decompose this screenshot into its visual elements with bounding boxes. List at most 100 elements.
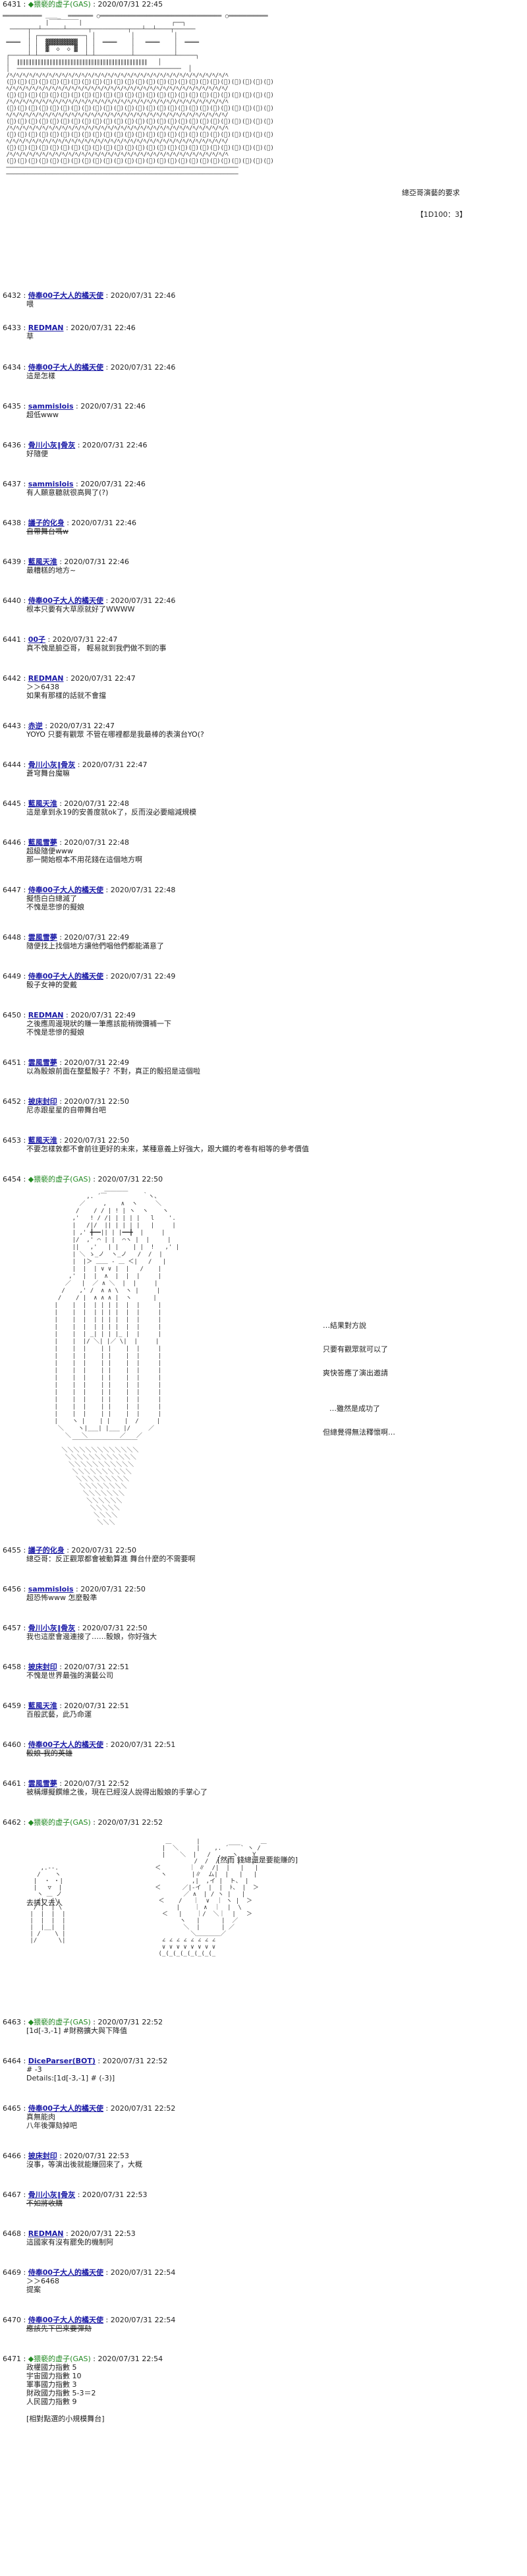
poster-name[interactable]: 雲風雪夢 [28, 1058, 57, 1067]
post-number[interactable]: 6433 [3, 324, 21, 332]
post-number[interactable]: 6432 [3, 291, 21, 300]
post-number[interactable]: 6471 [3, 2355, 21, 2363]
post-number[interactable]: 6468 [3, 2229, 21, 2238]
post-number[interactable]: 6457 [3, 1624, 21, 1632]
poster-name[interactable]: 猥褻的虚子(GAS) [28, 1818, 91, 1827]
poster-name[interactable]: 藍風天淮 [28, 799, 57, 808]
post-number[interactable]: 6459 [3, 1702, 21, 1710]
poster-name[interactable]: 赤逆 [28, 722, 43, 730]
poster-name[interactable]: 披床封印 [28, 1097, 57, 1106]
post-number[interactable]: 6442 [3, 674, 21, 683]
poster-name[interactable]: sammislois [28, 402, 74, 411]
post-header: 6465 : 侍奉00子大人的橘天使 : 2020/07/31 22:52 [3, 2104, 176, 2113]
poster-name[interactable]: 侍奉00子大人的橘天使 [28, 291, 104, 300]
post-number[interactable]: 6447 [3, 886, 21, 894]
post-header: 6466 : 披床封印 : 2020/07/31 22:53 [3, 2152, 130, 2160]
post-number[interactable]: 6456 [3, 1585, 21, 1593]
post-number[interactable]: 6454 [3, 1175, 21, 1184]
poster-name[interactable]: 侍奉00子大人的橘天使 [28, 363, 104, 372]
poster-name[interactable]: REDMAN [28, 674, 64, 683]
poster-name[interactable]: DiceParser(BOT) [28, 2057, 96, 2065]
poster-name[interactable]: 藍風天淮 [28, 1702, 57, 1710]
poster-name[interactable]: 00子 [28, 635, 46, 644]
post: 6442 : REDMAN : 2020/07/31 22:47＞＞6438 如… [3, 674, 524, 700]
poster-name[interactable]: 骨川小灰‖骨灰 [28, 2190, 76, 2199]
poster-name[interactable]: 骨川小灰‖骨灰 [28, 760, 76, 769]
post-number[interactable]: 6453 [3, 1136, 21, 1145]
poster-name[interactable]: 猥褻的虚子(GAS) [28, 2355, 91, 2363]
post-date: 2020/07/31 22:49 [110, 972, 176, 981]
post-number[interactable]: 6441 [3, 635, 21, 644]
post-body: 之後應周邊現狀的賺一筆應該能稍微彌補一下 不愧是悲慘的擬娘 [26, 1019, 171, 1037]
post-number[interactable]: 6469 [3, 2268, 21, 2277]
post-number[interactable]: 6439 [3, 558, 21, 566]
post-number[interactable]: 6463 [3, 2018, 21, 2026]
post-number[interactable]: 6464 [3, 2057, 21, 2065]
poster-name[interactable]: 披床封印 [28, 2152, 57, 2160]
post-number[interactable]: 6465 [3, 2104, 21, 2113]
poster-name[interactable]: 侍奉00子大人的橘天使 [28, 2316, 104, 2324]
post-number[interactable]: 6462 [3, 1818, 21, 1827]
post-number[interactable]: 6431 [3, 0, 21, 9]
poster-name[interactable]: 侍奉00子大人的橘天使 [28, 2104, 104, 2113]
post-number[interactable]: 6460 [3, 1740, 21, 1749]
post-date: 2020/07/31 22:51 [110, 1740, 176, 1749]
post-number[interactable]: 6449 [3, 972, 21, 981]
post-number[interactable]: 6448 [3, 933, 21, 942]
post-header: 6468 : REDMAN : 2020/07/31 22:53 [3, 2229, 136, 2238]
poster-name[interactable]: 藍風天淮 [28, 1136, 57, 1145]
post-number[interactable]: 6436 [3, 441, 21, 449]
post-number[interactable]: 6467 [3, 2190, 21, 2199]
post-number[interactable]: 6466 [3, 2152, 21, 2160]
poster-name[interactable]: 披床封印 [28, 1663, 57, 1671]
poster-name[interactable]: 議子的化身 [28, 1546, 65, 1555]
poster-name[interactable]: 藍風雪夢 [28, 838, 57, 847]
post-number[interactable]: 6452 [3, 1097, 21, 1106]
scene-caption-b: 去搞又去人 [26, 1899, 63, 1907]
poster-name[interactable]: 雲風雪夢 [28, 1779, 57, 1788]
post-number[interactable]: 6435 [3, 402, 21, 411]
post-body: ＞＞6468 提案 [26, 2277, 59, 2294]
post-number[interactable]: 6434 [3, 363, 21, 372]
poster-name[interactable]: 骨川小灰‖骨灰 [28, 1624, 76, 1632]
poster-name[interactable]: sammislois [28, 480, 74, 488]
poster-name[interactable]: REDMAN [28, 1011, 64, 1019]
post-number[interactable]: 6461 [3, 1779, 21, 1788]
post-number[interactable]: 6451 [3, 1058, 21, 1067]
poster-name[interactable]: 藍風天淮 [28, 558, 57, 566]
poster-name[interactable]: 骨川小灰‖骨灰 [28, 441, 76, 449]
poster-name[interactable]: 猥褻的虚子(GAS) [28, 1175, 91, 1184]
post-number[interactable]: 6470 [3, 2316, 21, 2324]
post-header: 6436 : 骨川小灰‖骨灰 : 2020/07/31 22:46 [3, 441, 148, 449]
poster-name[interactable]: 侍奉00子大人的橘天使 [28, 886, 104, 894]
poster-name[interactable]: 議子的化身 [28, 519, 65, 527]
post-header: 6439 : 藍風天淮 : 2020/07/31 22:46 [3, 558, 130, 566]
post-number[interactable]: 6455 [3, 1546, 21, 1555]
post-header: 6447 : 侍奉00子大人的橘天使 : 2020/07/31 22:48 [3, 886, 176, 894]
post-number[interactable]: 6446 [3, 838, 21, 847]
post-number[interactable]: 6450 [3, 1011, 21, 1019]
poster-name[interactable]: REDMAN [28, 2229, 64, 2238]
post-header: 6464 : DiceParser(BOT) : 2020/07/31 22:5… [3, 2057, 168, 2065]
post-body: 不如將收購 [26, 2199, 63, 2208]
poster-name[interactable]: 猥褻的虚子(GAS) [28, 0, 91, 9]
poster-name[interactable]: 猥褻的虚子(GAS) [28, 2018, 91, 2026]
post-number[interactable]: 6438 [3, 519, 21, 527]
poster-name[interactable]: 侍奉00子大人的橘天使 [28, 2268, 104, 2277]
post-number[interactable]: 6443 [3, 722, 21, 730]
post-number[interactable]: 6440 [3, 596, 21, 605]
post-header: 6452 : 披床封印 : 2020/07/31 22:50 [3, 1097, 130, 1106]
poster-name[interactable]: sammislois [28, 1585, 74, 1593]
post-header: 6471 : 猥褻的虚子(GAS) : 2020/07/31 22:54 [3, 2355, 524, 2363]
poster-name[interactable]: 雲風雪夢 [28, 933, 57, 942]
post-number[interactable]: 6444 [3, 760, 21, 769]
poster-name[interactable]: 侍奉00子大人的橘天使 [28, 596, 104, 605]
poster-name[interactable]: 侍奉00子大人的橘天使 [28, 1740, 104, 1749]
post-number[interactable]: 6458 [3, 1663, 21, 1671]
post-number[interactable]: 6437 [3, 480, 21, 488]
poster-name[interactable]: REDMAN [28, 324, 64, 332]
post-number[interactable]: 6445 [3, 799, 21, 808]
post-date: 2020/07/31 22:49 [64, 933, 130, 942]
poster-name[interactable]: 侍奉00子大人的橘天使 [28, 972, 104, 981]
